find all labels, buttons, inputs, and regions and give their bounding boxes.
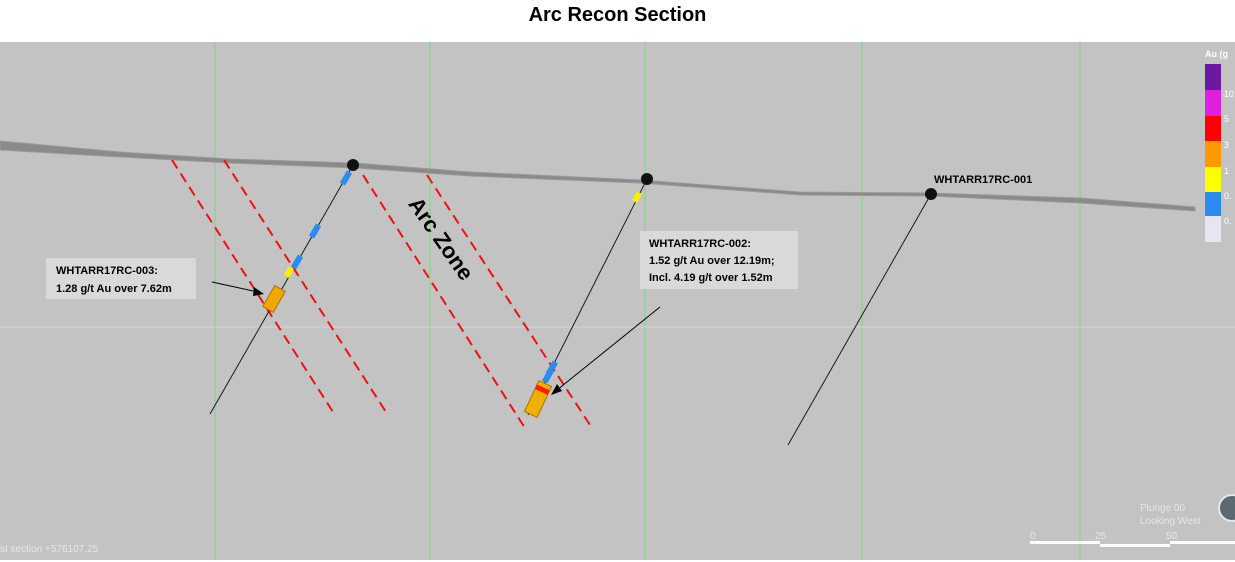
scale-tick-label: 25 — [1095, 531, 1107, 542]
collar-marker-002[interactable] — [641, 173, 653, 185]
assay-interval — [631, 191, 643, 203]
scale-bar: 0 25 50 — [1030, 531, 1235, 547]
legend-swatch — [1205, 192, 1221, 216]
callout-003-line2: 1.28 g/t Au over 7.62m — [56, 283, 172, 295]
arrowhead-icon — [253, 287, 264, 296]
scale-tick-label: 50 — [1166, 531, 1178, 542]
assay-interval — [308, 223, 322, 239]
zone-line-4 — [426, 174, 591, 426]
collar-marker-001[interactable] — [925, 188, 937, 200]
callout-003-line1: WHTARR17RC-003: — [56, 265, 158, 277]
legend-label: 1 — [1224, 166, 1229, 176]
zone-boundaries — [171, 159, 591, 429]
assay-interval — [339, 170, 353, 186]
section-label: st section +576107.25 — [0, 544, 99, 555]
page-title: Arc Recon Section — [528, 4, 707, 26]
legend-swatch — [1205, 141, 1221, 167]
collar-marker-003[interactable] — [347, 159, 359, 171]
legend-swatch — [1205, 64, 1221, 90]
looking-label: Looking West — [1140, 516, 1201, 527]
callout-002-line1: WHTARR17RC-002: — [649, 238, 751, 250]
zone-line-3 — [362, 174, 526, 429]
legend-swatch — [1205, 167, 1221, 192]
assay-intervals-003 — [262, 170, 353, 314]
grade-legend: Au (g 10 5 3 1 0. 0. — [1205, 49, 1234, 242]
assay-interval — [290, 254, 304, 270]
topography-surface — [0, 140, 1196, 212]
callout-002-line2: 1.52 g/t Au over 12.19m; — [649, 255, 775, 267]
section-panel — [0, 42, 1235, 560]
legend-label: 3 — [1224, 140, 1229, 150]
legend-swatch — [1205, 90, 1221, 116]
scale-segment — [1030, 541, 1100, 544]
assay-interval-peak — [534, 384, 550, 395]
assay-intervals-002 — [523, 191, 643, 419]
callout-arrow-002 — [556, 306, 661, 391]
callout-box-003 — [46, 258, 196, 299]
zone-line-2 — [223, 159, 387, 413]
legend-swatch — [1205, 116, 1221, 141]
callout-arrow-003 — [211, 281, 259, 293]
legend-swatch — [1205, 216, 1221, 242]
grid-lines — [214, 42, 1081, 560]
assay-interval — [541, 368, 555, 384]
assay-interval — [283, 266, 295, 278]
assay-interval-high — [262, 284, 286, 314]
callout-002-line3: Incl. 4.19 g/t over 1.52m — [649, 272, 773, 284]
arrowhead-icon — [551, 384, 562, 395]
zone-line-1 — [171, 159, 334, 413]
drill-trace-001 — [787, 193, 932, 446]
callout-box-002 — [640, 231, 798, 289]
compass-icon[interactable] — [1218, 494, 1235, 522]
legend-title: Au (g — [1205, 49, 1228, 59]
plunge-label: Plunge 00 — [1140, 503, 1185, 514]
legend-label: 0. — [1224, 191, 1232, 201]
legend-label: 10 — [1224, 89, 1234, 99]
scale-segment — [1170, 541, 1235, 544]
legend-label: 0. — [1224, 216, 1232, 226]
legend-label: 5 — [1224, 114, 1229, 124]
scale-tick-label: 0 — [1030, 531, 1036, 542]
scale-segment — [1100, 544, 1170, 547]
hole-label-001: WHTARR17RC-001 — [934, 174, 1032, 186]
